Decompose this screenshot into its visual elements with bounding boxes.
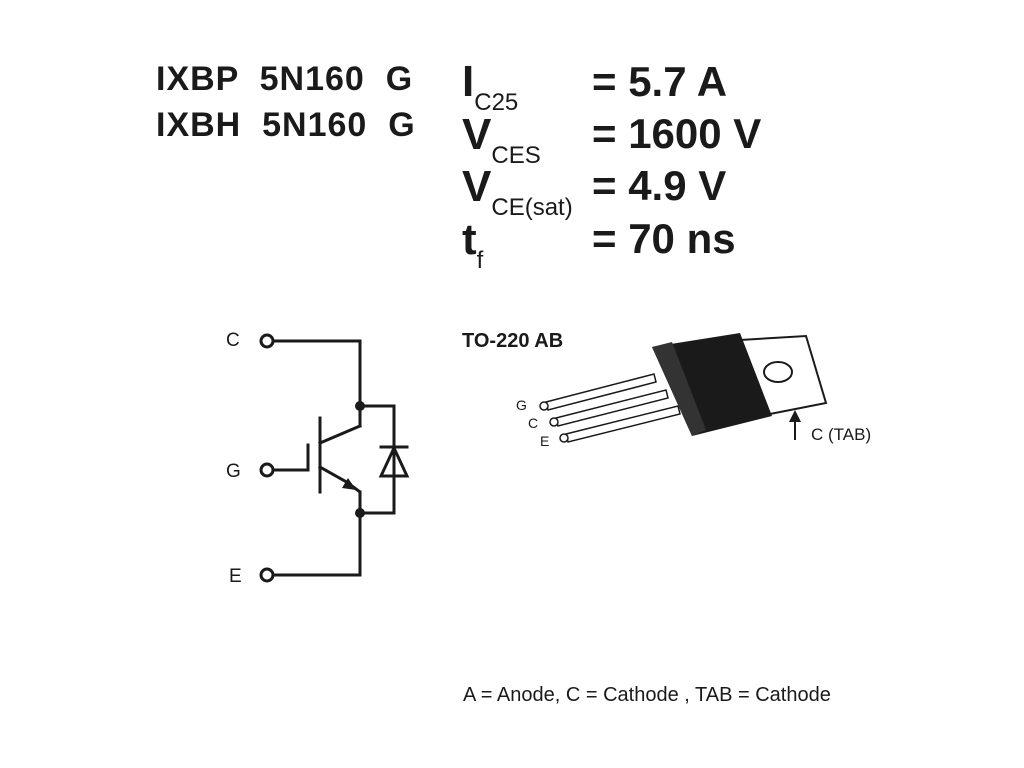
part-number-1: IXBP 5N160 G (156, 60, 414, 98)
schematic-label-c: C (226, 330, 240, 351)
package-lead-g: G (516, 397, 527, 413)
spec-tf-symbol: tf (462, 215, 484, 274)
package-title: TO-220 AB (462, 330, 564, 352)
spec-vcesat-symbol: VCE(sat) (462, 162, 573, 221)
package-lead-c: C (528, 415, 539, 431)
spec-vces-symbol: VCES (462, 110, 541, 169)
schematic-label-e: E (229, 566, 242, 587)
part-number-2: IXBH 5N160 G (156, 106, 416, 144)
schematic-label-g: G (226, 461, 241, 482)
spec-ic25-value: = 5.7 A (592, 58, 728, 105)
package-tab-label: C (TAB) (811, 425, 872, 444)
spec-ic25-symbol: IC25 (462, 57, 519, 116)
spec-vcesat-value: = 4.9 V (592, 162, 727, 209)
spec-vces-value: = 1600 V (592, 110, 762, 157)
package-lead-e: E (540, 433, 550, 449)
spec-tf-value: = 70 ns (592, 215, 736, 262)
terminal-legend-footnote: A = Anode, C = Cathode , TAB = Cathode (463, 684, 831, 706)
